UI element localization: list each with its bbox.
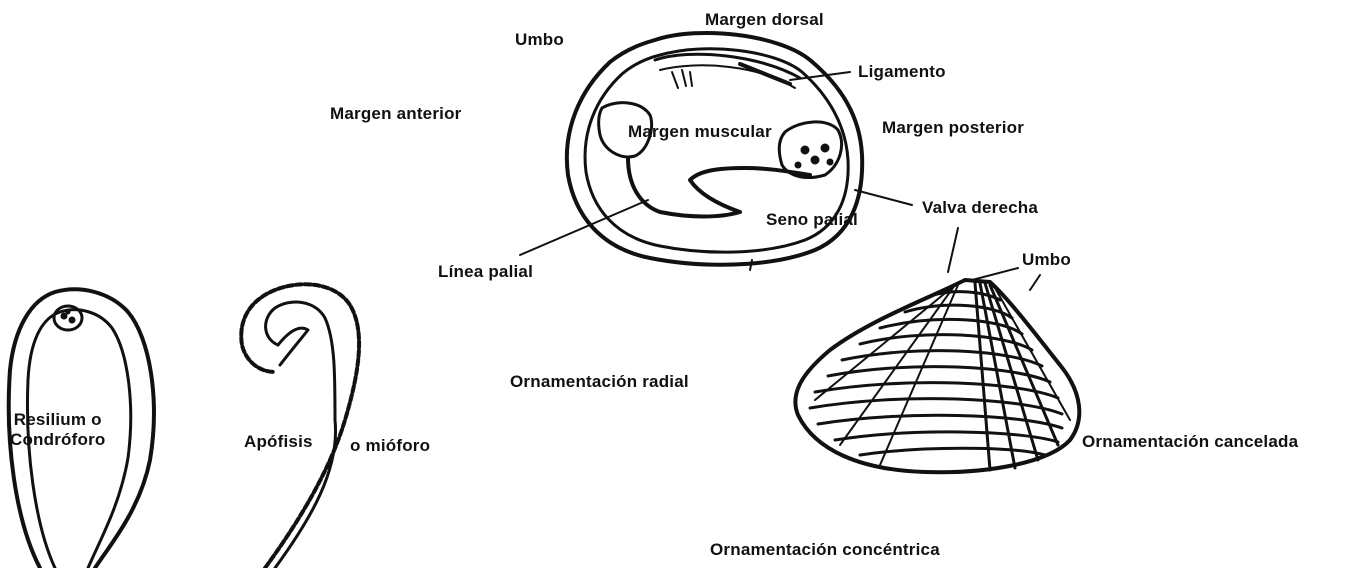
label-resilium-line2: Condróforo	[10, 430, 105, 450]
apophysis-drawing	[241, 284, 359, 568]
ligament-groove	[740, 64, 790, 84]
scar-dot	[827, 159, 833, 165]
concentric-rib	[835, 432, 1058, 442]
label-margen-anterior: Margen anterior	[330, 104, 461, 124]
myophore-hook	[278, 328, 308, 365]
label-umbo-right: Umbo	[1022, 250, 1071, 270]
concentric-rib	[815, 383, 1058, 398]
label-linea-palial: Línea palial	[438, 262, 533, 282]
pointer-linea-palial	[520, 200, 648, 255]
label-mioforo: o mióforo	[350, 436, 430, 456]
label-apofisis: Apófisis	[244, 432, 313, 452]
label-ligamento: Ligamento	[858, 62, 946, 82]
scar-dot	[801, 146, 809, 154]
pointer-seno	[750, 260, 752, 270]
label-umbo-top: Umbo	[515, 30, 564, 50]
pointer-umbo-right	[972, 268, 1018, 280]
scar-dot	[811, 156, 819, 164]
concentric-rib	[828, 367, 1050, 382]
label-margen-posterior: Margen posterior	[882, 118, 1024, 138]
umbo-teeth	[672, 70, 692, 88]
pit-dot	[61, 313, 67, 319]
posterior-muscle-scar	[779, 122, 841, 178]
scar-dot	[795, 162, 801, 168]
pointer-valva	[855, 190, 912, 205]
radial-rib	[975, 283, 990, 470]
label-valva-derecha: Valva derecha	[922, 198, 1038, 218]
label-seno-palial: Seno palial	[766, 210, 858, 230]
label-resilium-line1: Resilium o	[10, 410, 105, 430]
label-margen-muscular: Margen muscular	[628, 122, 772, 142]
label-ornamentacion-radial: Ornamentación radial	[510, 372, 689, 392]
label-ornamentacion-concentrica: Ornamentación concéntrica	[710, 540, 940, 560]
valve-interior-drawing	[520, 33, 912, 270]
label-margen-dorsal: Margen dorsal	[705, 10, 824, 30]
pit-dot	[69, 317, 75, 323]
pit-dot	[66, 310, 70, 314]
label-resilium: Resilium o Condróforo	[10, 410, 105, 450]
pointer-valva-derecha	[948, 228, 958, 272]
label-ornamentacion-cancelada: Ornamentación cancelada	[1082, 432, 1298, 452]
pointer-umbo-right-2	[1030, 275, 1040, 290]
scar-dot	[821, 144, 829, 152]
